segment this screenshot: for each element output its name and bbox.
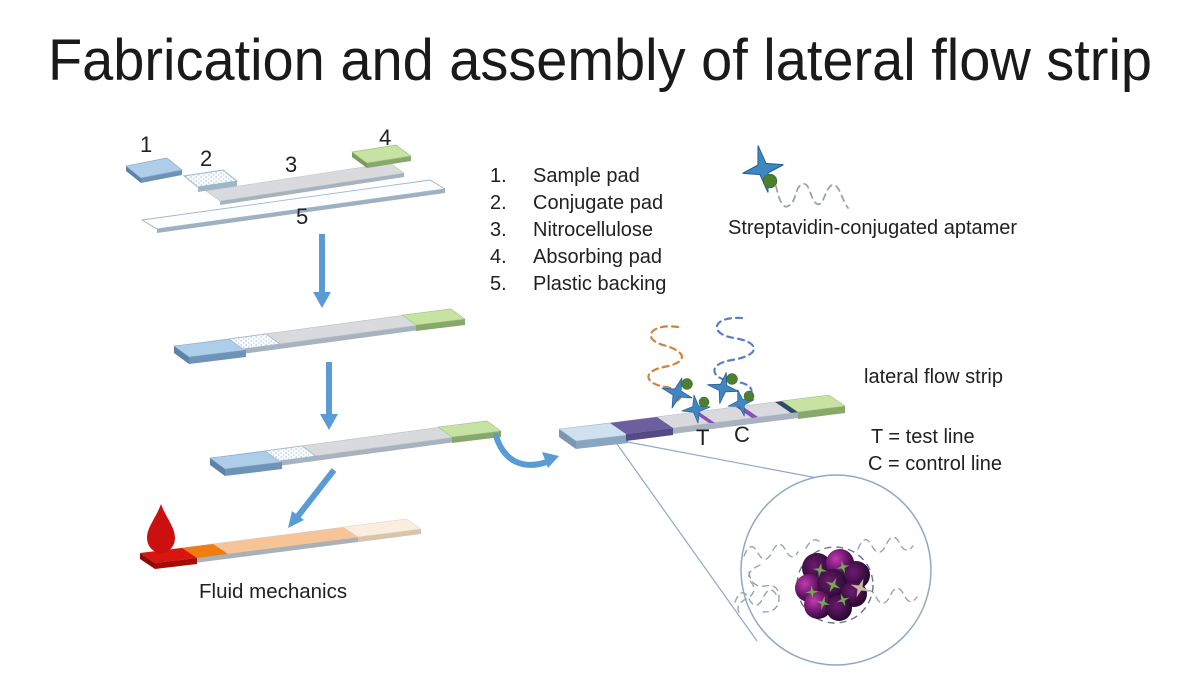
arrow-head-icon bbox=[542, 452, 559, 468]
cluster-dashed-outline bbox=[796, 546, 874, 624]
aggregate-cluster bbox=[795, 549, 873, 621]
legend-num-2: 2. bbox=[490, 192, 507, 214]
exploded-sample-pad bbox=[125, 157, 183, 183]
assembled-strip-step2 bbox=[173, 308, 466, 364]
fluid-cream-pad bbox=[342, 518, 422, 542]
conjugate-zone-purple bbox=[610, 417, 673, 441]
legend-num-1: 1. bbox=[490, 165, 507, 187]
assembled-strip-step3 bbox=[209, 420, 502, 476]
streptavidin-dot-icon bbox=[698, 396, 710, 408]
exploded-conjugate-pad bbox=[182, 169, 239, 192]
fluid-orange-zone bbox=[181, 544, 228, 558]
streptavidin-aptamer-figure: Streptavidin-conjugated aptamer bbox=[728, 140, 1017, 239]
arrow-head-icon bbox=[320, 414, 338, 430]
assembly-arrow-1 bbox=[313, 234, 331, 308]
streptavidin-dot-icon bbox=[726, 373, 738, 385]
exploded-components: 1 2 3 4 5 bbox=[125, 125, 447, 233]
step3-absorbing-pad bbox=[437, 420, 502, 443]
fluid-mechanics-figure: Fluid mechanics bbox=[140, 504, 422, 603]
aptamer-label: Streptavidin-conjugated aptamer bbox=[728, 217, 1017, 239]
arrow-head-icon bbox=[288, 511, 304, 528]
blood-drop-icon bbox=[147, 504, 175, 553]
fluid-red-zone bbox=[140, 548, 197, 569]
fluid-mechanics-label: Fluid mechanics bbox=[199, 580, 347, 603]
aptamer-star-icon bbox=[703, 368, 743, 408]
aptamer-squiggle-icon bbox=[748, 571, 780, 613]
step2-absorbing-pad bbox=[401, 308, 466, 331]
aptamer-squiggle-icon bbox=[775, 183, 849, 209]
curved-transfer-arrow bbox=[493, 433, 559, 468]
exploded-label-2: 2 bbox=[200, 146, 212, 171]
streptavidin-dot-icon bbox=[743, 390, 755, 402]
aptamer-squiggle-icon bbox=[734, 589, 778, 606]
aptamer-squiggle-icon bbox=[857, 536, 914, 553]
exploded-nitrocellulose bbox=[205, 162, 405, 205]
t-marker-label: T bbox=[696, 425, 709, 450]
control-line-legend: C = control line bbox=[868, 453, 1002, 475]
target-squiggle-blue-icon bbox=[713, 316, 755, 404]
aptamer-squiggle-icon bbox=[805, 539, 823, 549]
aptamer-squiggle-icon bbox=[743, 543, 799, 560]
legend-num-4: 4. bbox=[490, 246, 507, 268]
fluid-mechanics-arrow bbox=[288, 468, 337, 528]
exploded-absorbing-pad bbox=[351, 144, 412, 168]
legend-num-5: 5. bbox=[490, 273, 507, 295]
final-sample-pad bbox=[558, 422, 629, 449]
legend-item-plastic-backing: Plastic backing bbox=[533, 273, 666, 295]
exploded-label-1: 1 bbox=[140, 132, 152, 157]
step2-sample-pad bbox=[173, 338, 247, 364]
pad-separator-band bbox=[775, 401, 800, 413]
legend-item-sample-pad: Sample pad bbox=[533, 165, 640, 187]
exploded-label-4: 4 bbox=[379, 125, 391, 150]
exploded-plastic-backing bbox=[140, 179, 447, 233]
test-line-legend: T = test line bbox=[871, 426, 975, 448]
c-marker-label: C bbox=[734, 422, 750, 447]
arrow-head-icon bbox=[313, 292, 331, 308]
exploded-label-3: 3 bbox=[285, 152, 297, 177]
step2-conjugate-pad bbox=[227, 333, 282, 350]
assembly-arrow-2 bbox=[320, 362, 338, 430]
streptavidin-dot-icon bbox=[681, 378, 693, 390]
fluid-peach-zone bbox=[211, 527, 361, 554]
captured-analytes bbox=[647, 316, 758, 426]
exploded-label-5: 5 bbox=[296, 204, 308, 229]
lateral-flow-strip-label: lateral flow strip bbox=[864, 366, 1003, 388]
page-title: Fabrication and assembly of lateral flow… bbox=[48, 28, 1152, 93]
streptavidin-dot-icon bbox=[762, 173, 778, 189]
legend-item-conjugate-pad: Conjugate pad bbox=[533, 192, 663, 214]
legend-item-nitrocellulose: Nitrocellulose bbox=[533, 219, 653, 241]
aptamer-star-icon bbox=[736, 140, 790, 198]
legend-num-3: 3. bbox=[490, 219, 507, 241]
final-absorbing-pad bbox=[781, 394, 846, 419]
step3-sample-pad bbox=[209, 450, 283, 476]
legend-item-absorbing-pad: Absorbing pad bbox=[533, 246, 662, 268]
step3-conjugate-pad bbox=[263, 445, 318, 462]
components-legend: 1. Sample pad 2. Conjugate pad 3. Nitroc… bbox=[490, 165, 666, 295]
magnifier-contents bbox=[734, 536, 918, 624]
